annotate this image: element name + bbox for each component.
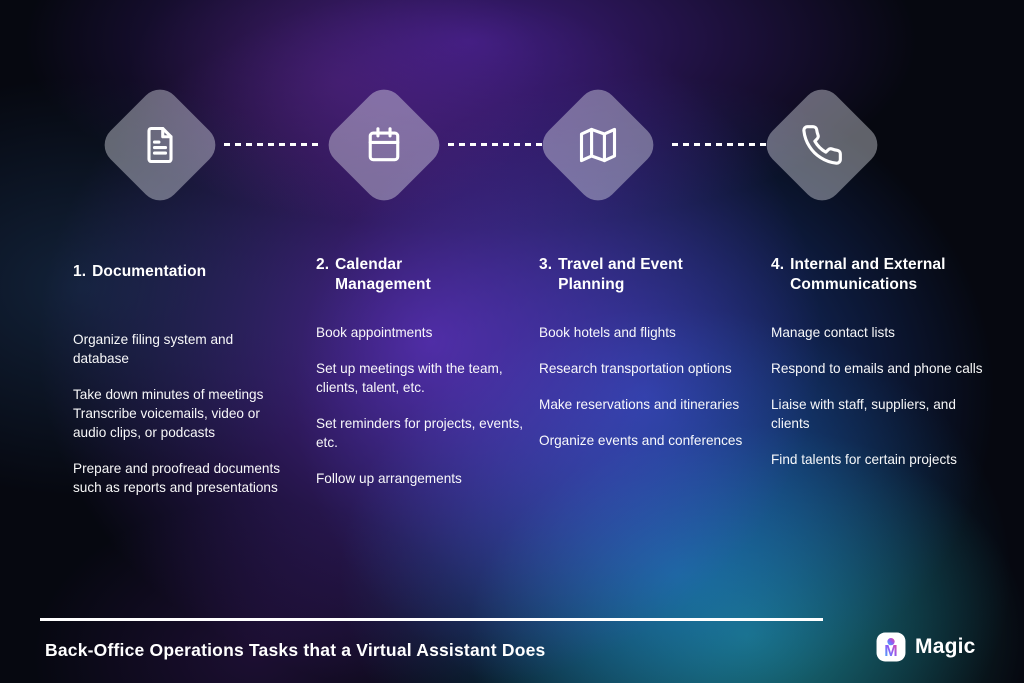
column-calendar-management: 2. Calendar Management Book appointments…	[316, 255, 528, 505]
column-travel-event-planning: 3. Travel and Event Planning Book hotels…	[539, 255, 751, 467]
magic-logo-icon: M	[876, 632, 906, 662]
heading-number: 1.	[73, 263, 87, 280]
flow-connector-1	[224, 143, 320, 146]
heading-title: Documentation	[92, 263, 207, 280]
list-item: Liaise with staff, suppliers, and client…	[771, 397, 956, 432]
phone-icon	[777, 100, 867, 190]
map-icon	[553, 100, 643, 190]
flow-node-documentation	[96, 81, 224, 209]
list-item: Set up meetings with the team, clients, …	[316, 361, 503, 396]
heading-title: Internal and External Communications	[790, 256, 946, 294]
flow-node-calendar	[320, 81, 448, 209]
flow-node-phone	[758, 81, 886, 209]
heading-number: 4.	[771, 256, 785, 273]
list-item: Make reservations and itineraries	[539, 397, 740, 413]
list-item: Book appointments	[316, 325, 433, 340]
column-heading: 1. Documentation	[73, 255, 285, 324]
heading-title: Travel and Event Planning	[558, 256, 683, 294]
column-documentation: 1. Documentation Organize filing system …	[73, 255, 285, 514]
heading-number: 2.	[316, 256, 330, 273]
footer-divider	[40, 618, 823, 621]
heading-title: Calendar Management	[335, 256, 431, 294]
list-item: Organize events and conferences	[539, 433, 743, 449]
column-heading: 3. Travel and Event Planning	[539, 255, 751, 317]
column-heading: 2. Calendar Management	[316, 255, 528, 317]
list-item: Take down minutes of meetings Transcribe…	[73, 387, 264, 441]
list-item: Prepare and proofread documents such as …	[73, 461, 281, 496]
list-item: Set reminders for projects, events, etc.	[316, 416, 524, 451]
flow-node-map	[534, 81, 662, 209]
list-item: Organize filing system and database	[73, 332, 234, 367]
heading-number: 3.	[539, 256, 553, 273]
flow-connector-2	[448, 143, 544, 146]
column-heading: 4. Internal and External Communications	[771, 255, 983, 317]
list-item: Find talents for certain projects	[771, 452, 957, 468]
flow-connector-3	[672, 143, 768, 146]
list-item: Book hotels and flights	[539, 325, 676, 340]
document-icon	[115, 100, 205, 190]
brand-name: Magic	[915, 635, 976, 658]
brand-lockup: M Magic	[876, 632, 976, 662]
list-item: Respond to emails and phone calls	[771, 361, 983, 377]
svg-text:M: M	[884, 642, 897, 660]
list-item: Follow up arrangements	[316, 471, 462, 487]
footer-title: Back-Office Operations Tasks that a Virt…	[45, 640, 546, 660]
calendar-icon	[339, 100, 429, 190]
column-internal-external-communications: 4. Internal and External Communications …	[771, 255, 983, 486]
list-item: Manage contact lists	[771, 325, 895, 340]
list-item: Research transportation options	[539, 361, 732, 377]
